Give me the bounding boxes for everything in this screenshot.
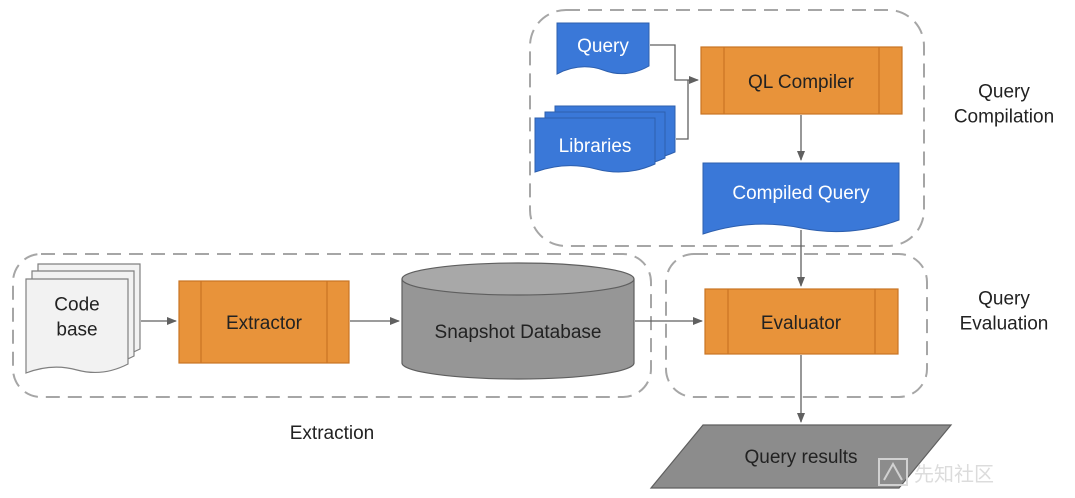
watermark-logo-icon <box>878 458 908 486</box>
snapshot-database-cylinder: Snapshot Database <box>401 262 635 380</box>
extraction-group <box>12 253 652 398</box>
query-results-label: Query results <box>745 447 858 468</box>
snapshot-database-label: Snapshot Database <box>435 322 602 343</box>
ql-compiler-process: QL Compiler <box>700 46 903 115</box>
query-document: Query <box>556 22 650 75</box>
ql-compiler-label: QL Compiler <box>748 72 855 93</box>
arrow-query-to-compiler <box>650 44 699 84</box>
query-results-shape: Query results <box>649 424 953 489</box>
query-document-label: Query <box>577 36 629 57</box>
watermark-text: 先知社区 <box>914 462 994 486</box>
compiled-query-document: Compiled Query <box>702 162 900 235</box>
watermark: 先知社区 <box>878 458 994 486</box>
extractor-process: Extractor <box>178 280 350 364</box>
evaluator-process: Evaluator <box>704 288 899 355</box>
libraries-label: Libraries <box>559 136 632 157</box>
extraction-label: Extraction <box>290 423 374 444</box>
evaluator-label: Evaluator <box>761 313 842 334</box>
arrow-libraries-to-compiler <box>676 80 689 140</box>
query-compilation-group <box>529 9 925 247</box>
libraries-documents: Libraries <box>534 105 676 173</box>
compiled-query-label: Compiled Query <box>732 183 870 204</box>
query-evaluation-group <box>665 253 928 398</box>
extractor-label: Extractor <box>226 313 303 334</box>
